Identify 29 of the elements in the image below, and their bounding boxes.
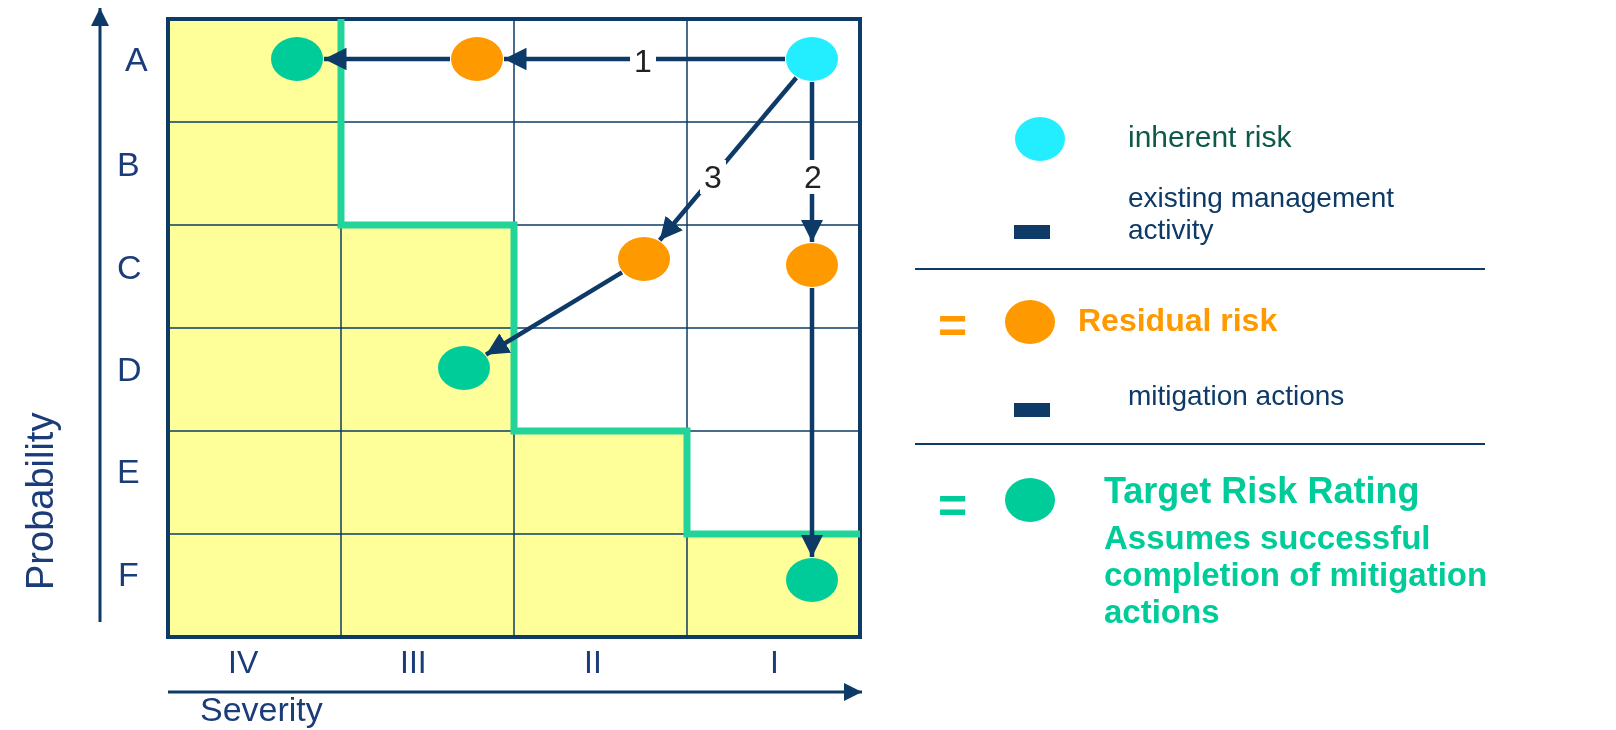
equals-sign: = <box>938 298 968 354</box>
edge-label: 3 <box>700 160 726 194</box>
axis-title: Severity <box>200 690 323 729</box>
legend-label: existing management activity <box>1128 182 1396 247</box>
legend-label: inherent risk <box>1128 120 1292 155</box>
legend-label: mitigation actions <box>1128 380 1345 413</box>
risk-dot <box>618 237 670 281</box>
risk-dot <box>786 243 838 287</box>
arrow <box>504 47 785 71</box>
row-label: A <box>125 40 148 79</box>
legend-label: Residual risk <box>1078 302 1278 339</box>
risk-dot <box>451 37 503 81</box>
column-label: II <box>584 645 602 681</box>
column-label: III <box>400 645 427 681</box>
row-label: C <box>117 248 142 287</box>
arrow <box>484 270 624 357</box>
column-label: I <box>770 645 779 681</box>
row-label: E <box>117 452 140 491</box>
arrow <box>324 47 450 71</box>
column-label: IV <box>228 645 259 681</box>
risk-dot <box>786 37 838 81</box>
row-label: B <box>117 145 140 184</box>
arrow <box>800 288 824 557</box>
row-label: D <box>117 350 142 389</box>
axis-title: Probability <box>18 411 62 592</box>
equals-sign: = <box>938 478 968 534</box>
legend-note: Assumes successful completion of mitigation actions <box>1104 520 1489 631</box>
legend-label: Target Risk Rating <box>1104 470 1420 512</box>
row-label: F <box>118 555 139 594</box>
